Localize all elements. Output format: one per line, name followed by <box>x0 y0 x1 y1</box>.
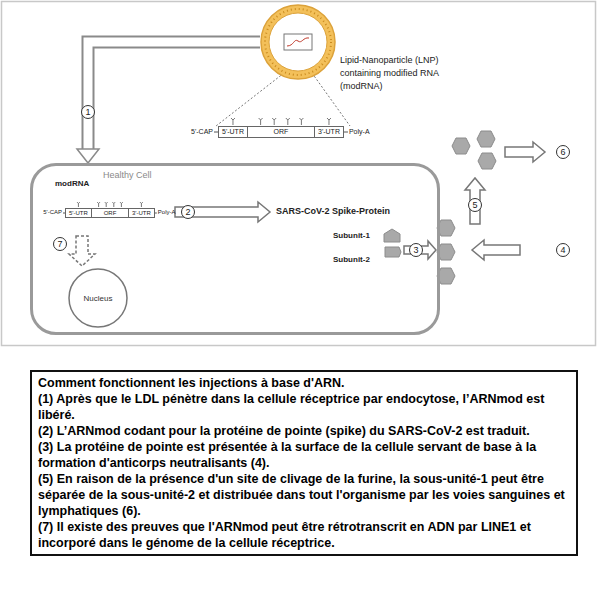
rna-cap-label: 5'-CAP <box>43 209 62 216</box>
modrna-label: modRNA <box>55 179 89 189</box>
lnp-shape <box>260 4 336 80</box>
modification-mark <box>112 202 115 207</box>
modification-mark <box>327 118 331 125</box>
box-heading: Comment fonctionnent les injections à ba… <box>38 375 570 391</box>
node-text: ORF <box>251 127 311 137</box>
callout-number: 1 <box>81 105 95 119</box>
modification-mark <box>140 202 143 207</box>
modification-mark <box>97 202 100 207</box>
arrow-cleavage <box>465 178 485 224</box>
arrow-reverse-transcription <box>69 236 95 266</box>
cell-ground <box>32 165 439 334</box>
node-text: Healthy Cell <box>103 170 437 180</box>
zoom-line <box>216 73 284 126</box>
subunit-label: Subunit-1 <box>333 231 370 241</box>
node-text: 5'-UTR <box>222 127 244 137</box>
node-text: (1) Après que le LDL pénètre dans la cel… <box>38 391 570 423</box>
modification-mark <box>299 118 303 125</box>
subunit-protein <box>478 153 496 169</box>
poly-a-label: Poly-A <box>349 128 370 136</box>
utr-segment: 3'-UTR <box>314 126 344 138</box>
orf-segment: ORF <box>247 126 315 138</box>
callout-number: 4 <box>556 243 570 257</box>
arrow-translation <box>175 202 270 222</box>
callout-number: 7 <box>53 237 67 251</box>
modification-mark <box>259 118 263 125</box>
subunit-1-shape <box>384 229 400 242</box>
rna-strand <box>344 132 348 133</box>
node-text: 3'-UTR <box>132 209 151 217</box>
panel-frame <box>2 2 596 346</box>
utr-segment: 5'-UTR <box>65 208 92 218</box>
callout-number: 2 <box>181 205 195 219</box>
utr-segment: 5'-UTR <box>218 126 248 138</box>
orf-segment: ORF <box>91 208 129 218</box>
subunit-label: Subunit-2 <box>333 255 370 265</box>
modification-mark <box>120 202 123 207</box>
subunit-2-shape <box>385 247 401 257</box>
nucleus: Nucleus <box>68 268 128 328</box>
node-text: 5'-UTR <box>69 209 88 217</box>
spike-protein-label: SARS-CoV-2 Spike-Protein <box>276 206 390 217</box>
node-text: (3) La protéine de pointe est présentée … <box>38 439 570 471</box>
node-text: (5) En raison de la présence d'un site d… <box>38 471 570 519</box>
modification-mark <box>105 202 108 207</box>
callout-number: 3 <box>409 243 423 257</box>
healthy-cell: Healthy Cell 5'-UTR ORF 3'-UTR Nucleus <box>30 163 440 335</box>
node-text: Nucleus <box>84 294 113 303</box>
arrow-distribution <box>505 142 545 162</box>
rna-cap-label: 5'-CAP <box>191 128 213 136</box>
node-text: (7) Il existe des preuves que l'ARNmod p… <box>38 519 570 551</box>
subunit-protein <box>452 138 470 154</box>
subunit-protein <box>477 131 495 147</box>
uptake-arrow <box>77 42 261 163</box>
arrow-antibodies <box>472 240 520 260</box>
rna-strand <box>155 213 157 214</box>
modification-mark <box>286 118 290 125</box>
node-text: (2) L’ARNmod codant pour la protéine de … <box>38 423 570 439</box>
callout-number: 6 <box>556 145 570 159</box>
node-text: ORF <box>95 209 125 217</box>
node-text: 3'-UTR <box>318 127 340 137</box>
modification-mark <box>272 118 276 125</box>
poly-a-label: Poly-A <box>158 209 176 216</box>
modification-mark <box>231 118 235 125</box>
node-text: Lipid-Nanoparticle (LNP) containing modi… <box>340 54 480 93</box>
callout-number: 5 <box>468 198 482 212</box>
utr-segment: 3'-UTR <box>128 208 155 218</box>
zoom-line <box>312 73 350 126</box>
explanation-box: Comment fonctionnent les injections à ba… <box>30 370 578 556</box>
arrow-presentation <box>404 241 436 259</box>
lipid-nanoparticle: Lipid-Nanoparticle (LNP) containing modi… <box>260 4 336 80</box>
modification-mark <box>77 202 80 207</box>
